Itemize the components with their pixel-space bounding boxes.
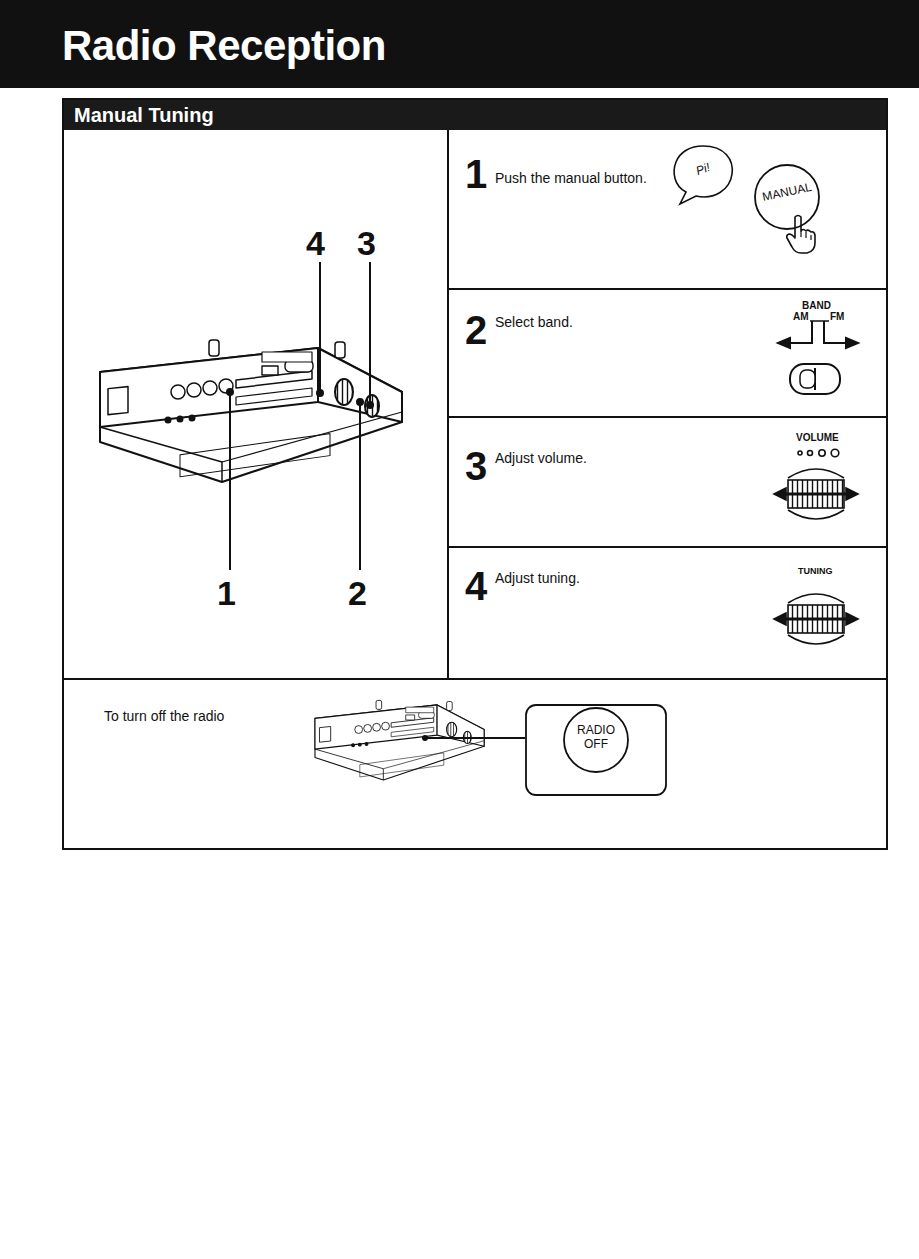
switch-label: AM <box>792 311 810 322</box>
callout-number: 3 <box>357 224 376 263</box>
callout-number: 2 <box>348 574 367 613</box>
step-number: 2 <box>465 308 487 353</box>
step-number: 3 <box>465 444 487 489</box>
step-number: 4 <box>465 564 487 609</box>
step-text: Push the manual button. <box>495 170 647 186</box>
step-number: 1 <box>465 152 487 197</box>
step-text: Adjust tuning. <box>495 570 580 586</box>
section-heading: Manual Tuning <box>64 100 886 130</box>
switch-label: FM <box>829 311 845 322</box>
knob-label: VOLUME <box>796 432 839 443</box>
speech-bubble: Pi! <box>670 142 736 204</box>
off-row: To turn off the radioRADIO OFF <box>64 678 886 848</box>
button-label: MANUAL <box>752 178 821 206</box>
radio-off-button: RADIO OFF <box>525 704 667 796</box>
knob-label: TUNING <box>798 566 833 576</box>
manual-button: MANUAL <box>753 163 821 231</box>
tuning-panel: Manual Tuning 1 Push the manual button. Pi!… <box>62 98 888 850</box>
step-box: 1 Push the manual button. Pi! MANUAL <box>447 130 888 290</box>
switch-label: BAND <box>802 300 831 311</box>
callout-number: 1 <box>217 574 236 613</box>
row-text: To turn off the radio <box>104 708 224 724</box>
step-text: Adjust volume. <box>495 450 587 466</box>
step-text: Select band. <box>495 314 573 330</box>
button-label: RADIO OFF <box>574 723 618 751</box>
page-title: Radio Reception <box>62 22 386 70</box>
callout-number: 4 <box>306 224 325 263</box>
